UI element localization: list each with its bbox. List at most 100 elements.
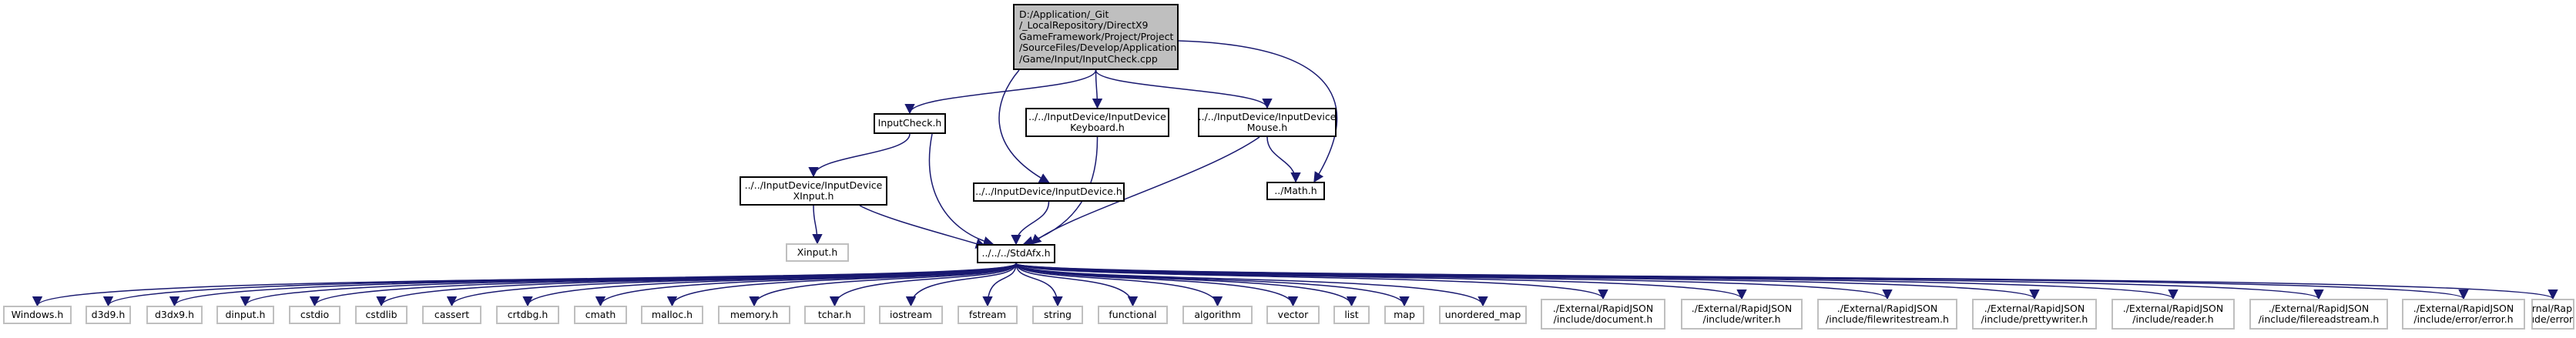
edge-stdafx-to-unordered-map bbox=[1015, 263, 1488, 307]
node-map: map bbox=[1384, 306, 1424, 324]
edge-stdafx-to-rj-filewritestream bbox=[1015, 263, 1893, 300]
node-label-line: InputCheck.h bbox=[877, 117, 942, 129]
node-rj-filewritestream: ./External/RapidJSON/include/filewritest… bbox=[1817, 299, 1957, 330]
edge-inputdevice-to-stdafx bbox=[1011, 201, 1050, 246]
node-label-line: ./External/RapidJSON bbox=[2122, 302, 2224, 314]
node-label-line: ../../InputDevice/InputDevice bbox=[1198, 110, 1337, 122]
node-label-line: ../../InputDevice/InputDevice bbox=[744, 179, 883, 191]
node-label-line: crtdbg.h bbox=[507, 308, 548, 320]
node-rj-reader: ./External/RapidJSON/include/reader.h bbox=[2111, 299, 2235, 330]
node-label-line: Mouse.h bbox=[1246, 122, 1288, 133]
edge-stdafx-to-d3d9 bbox=[103, 263, 1017, 307]
node-functional: functional bbox=[1098, 306, 1168, 324]
node-label-line: cstdlib bbox=[365, 308, 397, 320]
node-inputcheck[interactable]: InputCheck.h bbox=[874, 113, 946, 134]
node-iostream: iostream bbox=[879, 306, 943, 324]
edge-stdafx-to-rj-en bbox=[1015, 263, 2558, 300]
edge-stdafx-to-functional bbox=[1015, 263, 1139, 307]
node-windows: Windows.h bbox=[3, 306, 72, 324]
node-cmath: cmath bbox=[574, 306, 627, 324]
node-label-line: unordered_map bbox=[1444, 308, 1521, 320]
node-algorithm: algorithm bbox=[1182, 306, 1253, 324]
edge-stdafx-to-crtdbg bbox=[522, 263, 1017, 307]
node-rj-document: ./External/RapidJSON/include/document.h bbox=[1541, 299, 1665, 330]
node-fstream: fstream bbox=[958, 306, 1018, 324]
node-label-line: cstdio bbox=[300, 308, 330, 320]
node-label-line: map bbox=[1394, 308, 1415, 320]
node-label-line: ./External/RapidJSON bbox=[2268, 302, 2370, 314]
node-malloc: malloc.h bbox=[641, 306, 703, 324]
node-label-line: /Game/Input/InputCheck.cpp bbox=[1019, 52, 1158, 65]
node-label-line: dinput.h bbox=[225, 308, 266, 320]
node-label-line: GameFramework/Project/Project bbox=[1019, 30, 1174, 42]
node-label-line: /include/error/error.h bbox=[2413, 313, 2514, 325]
node-label-line: string bbox=[1044, 308, 1072, 320]
node-label-line: Keyboard.h bbox=[1070, 122, 1125, 133]
edge-mouse-to-math bbox=[1266, 136, 1301, 183]
node-label-line: /_LocalRepository/DirectX9 bbox=[1019, 19, 1149, 32]
edge-stdafx-to-iostream bbox=[905, 263, 1017, 307]
edge-stdafx-to-rj-error bbox=[1015, 263, 2469, 300]
node-label-line: d3d9.h bbox=[91, 308, 126, 320]
edge-stdafx-to-algorithm bbox=[1015, 263, 1223, 307]
node-d3dx9: d3dx9.h bbox=[146, 306, 203, 324]
node-label-line: /include/filereadstream.h bbox=[2258, 313, 2380, 325]
node-rj-writer: ./External/RapidJSON/include/writer.h bbox=[1681, 299, 1803, 330]
edge-stdafx-to-tchar bbox=[829, 263, 1017, 307]
node-vector: vector bbox=[1266, 306, 1320, 324]
edge-stdafx-to-cassert bbox=[446, 263, 1017, 307]
edge-stdafx-to-cstdio bbox=[309, 263, 1017, 307]
node-label-line: Windows.h bbox=[11, 308, 64, 320]
edge-stdafx-to-cmath bbox=[595, 263, 1017, 307]
edge-root-to-mouse bbox=[1095, 69, 1273, 109]
edge-stdafx-to-rj-filereadstream bbox=[1015, 263, 2324, 300]
node-label-line: fstream bbox=[968, 308, 1007, 320]
node-dinput: dinput.h bbox=[216, 306, 274, 324]
node-label-line: memory.h bbox=[730, 308, 779, 320]
node-label-line: d3dx9.h bbox=[154, 308, 195, 320]
node-label-line: /include/document.h bbox=[1553, 313, 1653, 325]
edge-stdafx-to-memory bbox=[749, 263, 1017, 307]
node-label-line: /include/reader.h bbox=[2132, 313, 2214, 325]
node-label-line: ./External/RapidJSON bbox=[1984, 302, 2085, 314]
edge-root-to-inputcheck bbox=[904, 69, 1097, 115]
node-label-line: ./External/RapidJSON bbox=[1552, 302, 1654, 314]
edge-root-to-keyboard bbox=[1092, 69, 1103, 109]
node-inputdevice[interactable]: ../../InputDevice/InputDevice.h bbox=[973, 182, 1125, 202]
node-label-line: malloc.h bbox=[651, 308, 693, 320]
node-label-line: Xinput.h bbox=[797, 246, 838, 258]
node-label-line: XInput.h bbox=[793, 190, 834, 202]
node-label-line: /include/prettywriter.h bbox=[1981, 313, 2088, 325]
node-cstdio: cstdio bbox=[289, 306, 340, 324]
node-root[interactable]: D:/Application/_Git/_LocalRepository/Dir… bbox=[1013, 4, 1179, 70]
node-rj-prettywriter: ./External/RapidJSON/include/prettywrite… bbox=[1972, 299, 2097, 330]
node-rj-filereadstream: ./External/RapidJSON/include/filereadstr… bbox=[2249, 299, 2388, 330]
node-label-line: /include/writer.h bbox=[1702, 313, 1781, 325]
edge-inputcheck-to-xinputdev bbox=[808, 133, 911, 178]
edge-stdafx-to-rj-document bbox=[1015, 263, 1608, 300]
edge-stdafx-to-malloc bbox=[666, 263, 1017, 307]
node-stdafx[interactable]: ../../../StdAfx.h bbox=[977, 244, 1055, 263]
node-label-line: ./External/RapidJSON bbox=[1836, 302, 1938, 314]
node-label-line: ./External/RapidJSON bbox=[2413, 302, 2514, 314]
node-label-line: ../../../StdAfx.h bbox=[981, 247, 1051, 259]
node-label-line: ../../InputDevice/InputDevice bbox=[1028, 110, 1166, 122]
edge-xinputdev-to-stdafx bbox=[859, 205, 987, 249]
node-label-line: iostream bbox=[890, 308, 932, 320]
node-label-line: functional bbox=[1109, 308, 1157, 320]
edge-stdafx-to-rj-prettywriter bbox=[1015, 263, 2040, 300]
node-label-line: ../Math.h bbox=[1274, 184, 1317, 196]
node-label-line: vector bbox=[1277, 308, 1309, 320]
node-cstdlib: cstdlib bbox=[355, 306, 408, 324]
node-label-line: list bbox=[1344, 308, 1359, 320]
edge-stdafx-to-map bbox=[1015, 263, 1410, 307]
node-label-line: algorithm bbox=[1194, 308, 1241, 320]
edge-stdafx-to-dinput bbox=[240, 263, 1017, 307]
node-math[interactable]: ../Math.h bbox=[1266, 182, 1325, 200]
edge-stdafx-to-vector bbox=[1015, 263, 1299, 307]
